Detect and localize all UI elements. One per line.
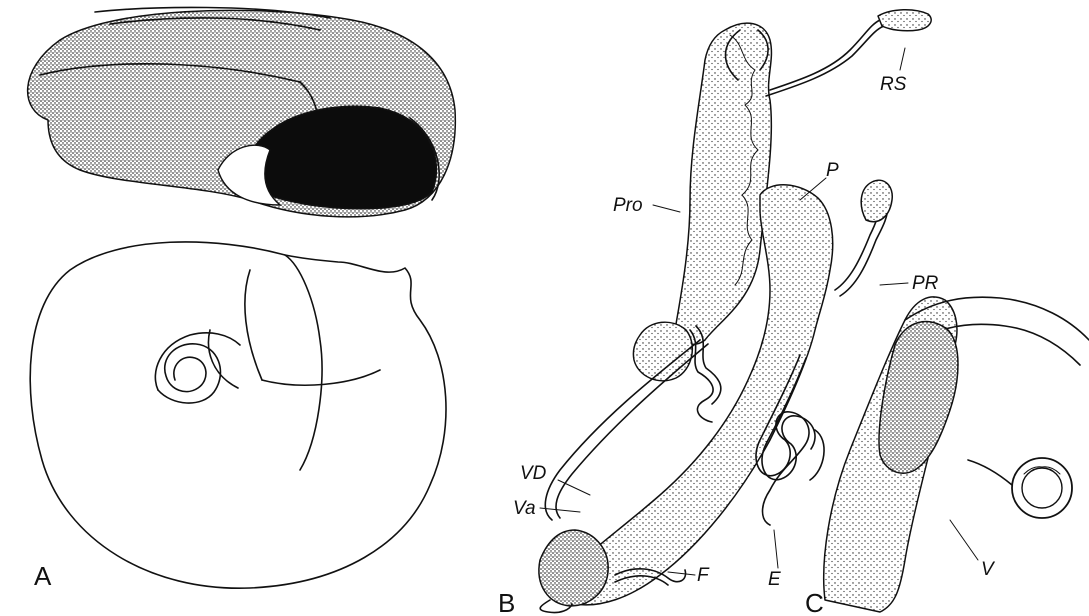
shell-apical-view [30, 242, 446, 588]
label-v: V [981, 559, 996, 580]
label-vd: VD [520, 463, 547, 484]
panel-label-b: B [498, 588, 515, 616]
label-rs: RS [880, 74, 907, 95]
label-pro: Pro [613, 195, 643, 216]
penis-interior [824, 297, 1089, 612]
panel-label-a: A [34, 561, 52, 591]
label-p: P [826, 160, 839, 181]
label-e: E [768, 569, 781, 590]
label-f: F [697, 565, 710, 586]
panel-label-c: C [805, 588, 824, 616]
shell-apertural-view [28, 7, 456, 216]
label-va: Va [513, 498, 536, 519]
label-pr: PR [912, 273, 939, 294]
